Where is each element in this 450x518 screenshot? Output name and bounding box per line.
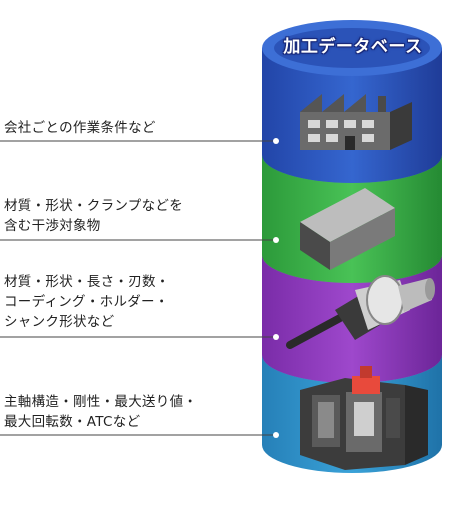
connector-dots bbox=[273, 138, 279, 438]
layer-label-workpiece: 材質・形状・クランプなどを 含む干渉対象物 bbox=[4, 198, 183, 234]
workpiece-block-icon bbox=[300, 188, 395, 270]
machine-tool-icon bbox=[300, 366, 428, 470]
layer-label-machine: 主軸構造・剛性・最大送り値・ 最大回転数・ATCなど bbox=[4, 394, 198, 430]
layer-label-company: 会社ごとの作業条件など bbox=[4, 120, 156, 136]
connector-dot-4 bbox=[273, 432, 279, 438]
connector-lines bbox=[0, 140, 276, 436]
factory-icon bbox=[300, 94, 412, 150]
layer-label-tool: 材質・形状・長さ・刃数・ コーディング・ホルダー・ シャンク形状など bbox=[4, 274, 170, 330]
connector-dot-2 bbox=[273, 237, 279, 243]
database-title: 加工データベース bbox=[283, 37, 423, 57]
connector-dot-3 bbox=[273, 334, 279, 340]
tool-holder-icon bbox=[286, 275, 435, 349]
connector-dot-1 bbox=[273, 138, 279, 144]
